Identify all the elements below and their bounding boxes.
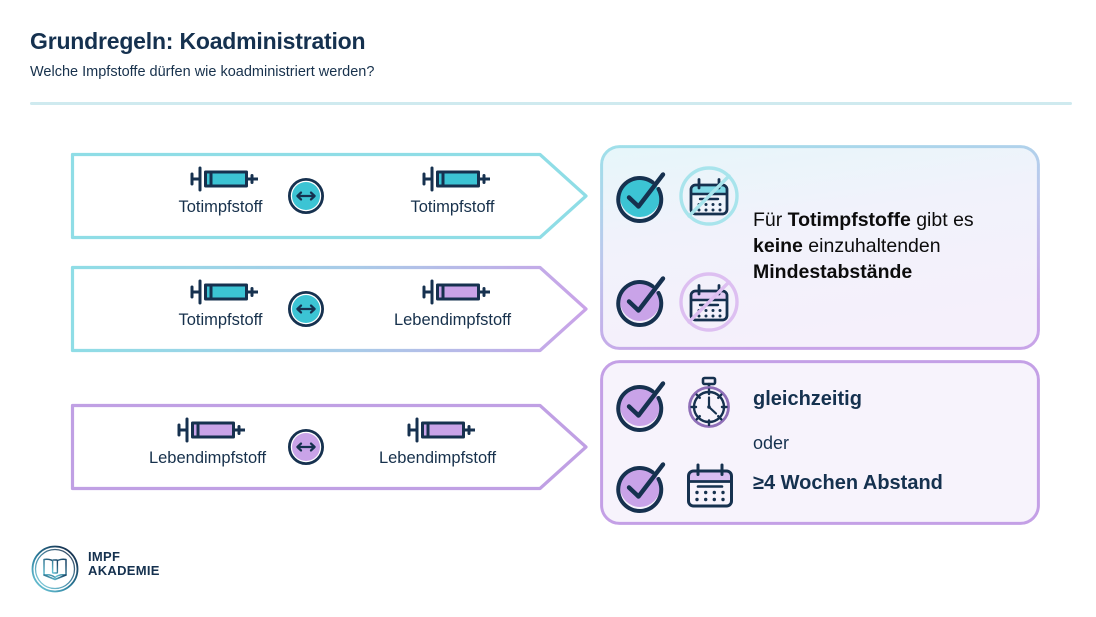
- panel-no-interval-text: Für Totimpfstoffe gibt es keine einzuhal…: [753, 207, 974, 285]
- panel-separator-label: oder: [753, 433, 790, 453]
- calendar-icon: [682, 458, 738, 519]
- banner-left-item: Totimpfstoff: [128, 166, 313, 217]
- syringe-icon: [190, 279, 258, 305]
- banner-inactivated-live[interactable]: Totimpfstoff: [70, 265, 590, 353]
- page-title: Grundregeln: Koadministration: [30, 28, 366, 54]
- panel-text-line-2: keine einzuhaltenden: [753, 235, 941, 257]
- syringe-icon: [190, 166, 258, 192]
- check-circle-icon: [609, 372, 673, 441]
- banner-right-label: Totimpfstoff: [410, 198, 495, 216]
- check-circle-icon: [609, 163, 673, 232]
- page-subtitle: Welche Impfstoffe dürfen wie koadministr…: [30, 64, 375, 80]
- logo-line-1: IMPF: [88, 549, 121, 564]
- check-circle-icon: [609, 267, 673, 336]
- logo[interactable]: IMPF AKADEMIE: [30, 544, 159, 599]
- panel-row-label-four-weeks: ≥4 Wochen Abstand: [753, 472, 943, 494]
- bidirectional-arrow-icon: [287, 290, 325, 328]
- logo-line-2: AKADEMIE: [88, 563, 160, 578]
- panel-no-minimum-interval[interactable]: Für Totimpfstoffe gibt es keine einzuhal…: [600, 145, 1040, 350]
- banner-left-label: Totimpfstoff: [178, 198, 263, 216]
- stopwatch-icon: [680, 374, 738, 437]
- banner-right-label: Lebendimpfstoff: [393, 311, 512, 329]
- banner-right-item: Totimpfstoff: [360, 166, 545, 217]
- header-divider: [30, 102, 1072, 105]
- banner-left-label: Totimpfstoff: [178, 311, 263, 329]
- banner-live-live[interactable]: Lebendimpfstoff: [70, 403, 590, 491]
- bidirectional-arrow-icon: [287, 177, 325, 215]
- banner-left-item: Lebendimpfstoff: [105, 417, 310, 468]
- bidirectional-arrow-icon: [287, 428, 325, 466]
- syringe-icon: [407, 417, 475, 443]
- panel-text-line-3: Mindestabstände: [753, 261, 913, 283]
- banner-inactivated-inactivated[interactable]: Totimpfstoff: [70, 152, 590, 240]
- syringe-icon: [177, 417, 245, 443]
- banner-left-item: Totimpfstoff: [128, 279, 313, 330]
- banner-right-item: Lebendimpfstoff: [335, 417, 540, 468]
- banner-left-label: Lebendimpfstoff: [148, 449, 267, 467]
- syringe-icon: [422, 279, 490, 305]
- panel-row-label-simultaneous: gleichzeitig: [753, 388, 862, 410]
- banner-right-item: Lebendimpfstoff: [350, 279, 555, 330]
- no-calendar-icon: [678, 271, 740, 338]
- panel-live-interval[interactable]: gleichzeitig oder: [600, 360, 1040, 525]
- banner-right-label: Lebendimpfstoff: [378, 449, 497, 467]
- book-syringe-circle-icon: [31, 545, 79, 593]
- logo-wordmark: IMPF AKADEMIE: [88, 550, 160, 578]
- syringe-icon: [422, 166, 490, 192]
- panel-text-line-1: Für Totimpfstoffe gibt es: [753, 209, 974, 231]
- check-circle-icon: [609, 453, 673, 522]
- panel-background: [600, 360, 1040, 525]
- no-calendar-icon: [678, 165, 740, 232]
